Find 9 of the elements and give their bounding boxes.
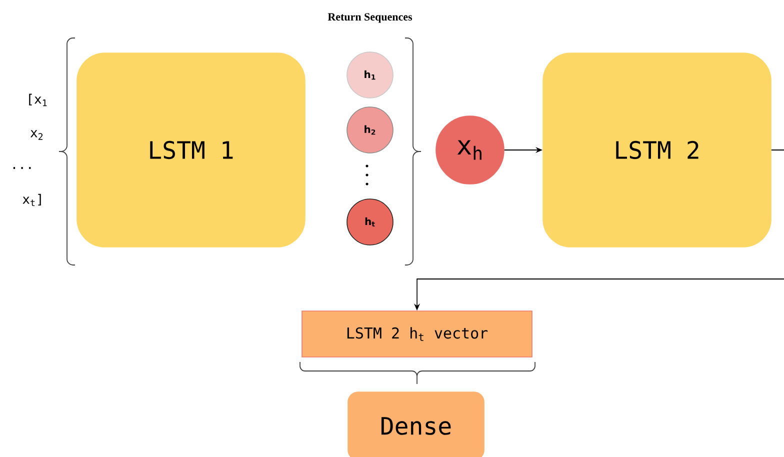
input-label: x$_{t}$] bbox=[22, 194, 41, 206]
process-box: LSTM 1 bbox=[76, 52, 306, 248]
input-label: ... bbox=[13, 167, 31, 169]
process-box: LSTM 2 bbox=[542, 52, 772, 248]
input-label: x$_{2}$ bbox=[30, 130, 43, 140]
vector-box: LSTM 2 h$_{t}$ vector bbox=[302, 310, 532, 358]
heading: Return Sequences bbox=[328, 13, 412, 23]
input-label: [x$_{1}$ bbox=[29, 94, 47, 106]
dense-box: Dense bbox=[348, 392, 484, 457]
